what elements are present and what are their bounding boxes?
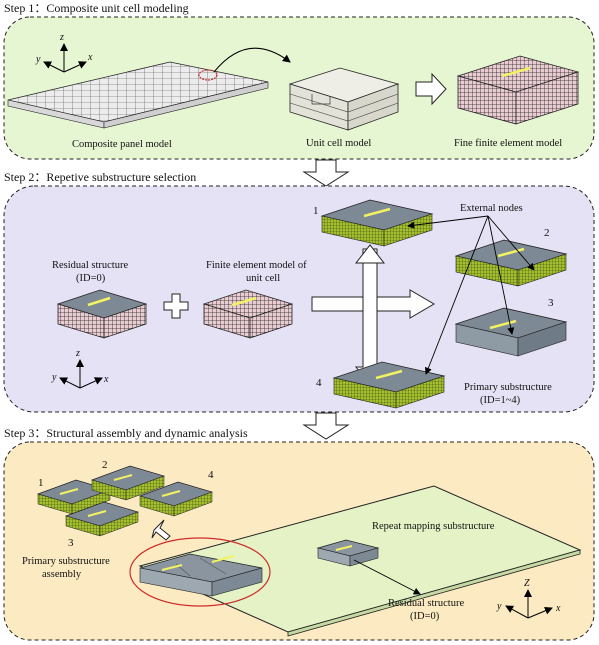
step3-axis-z: Z [524,578,530,589]
substructure-id-1: 1 [313,205,319,217]
assembly-ellipse [129,537,271,607]
step1-axis-y: y [35,54,41,65]
step3-title: Step 3：Structural assembly and dynamic a… [4,426,248,440]
primary-assembly-label-1: Primary substructure [22,556,110,567]
step2-section: Step 2：Repetive substructure selection R… [3,170,595,413]
step2-axis-y: y [51,372,57,383]
assembly-id-1: 1 [38,477,44,489]
fe-unit-cell-block [202,289,294,339]
step2-title: Step 2：Repetive substructure selection [4,170,196,184]
step1-curved-arrow [213,47,291,73]
down-arrow-2 [302,412,350,440]
primary-substructure-1 [320,199,434,247]
step2-panel [3,185,595,413]
unit-cell-label: Unit cell model [306,138,371,149]
external-node-pointers [407,215,535,375]
fine-fe-label: Fine finite element model [454,138,562,149]
step3-axes: Z x y [496,578,561,619]
step1-right-arrow [415,72,447,106]
step3-axis-y: y [496,601,502,612]
unit-cell-model [288,67,400,131]
residual-label-3: Residual structure [388,598,464,609]
assembled-blocks [139,553,263,597]
repeat-mapping-label: Repeat mapping substructure [372,521,495,532]
residual-pointer [353,559,421,595]
fine-fe-model [456,55,580,125]
primary-substructure-3 [454,307,568,357]
step1-section: Step 1：Composite unit cell modeling z x … [3,1,595,160]
step2-axis-x: x [103,374,109,385]
assembly-block-3 [64,501,140,537]
step1-title: Step 1：Composite unit cell modeling [4,1,189,15]
step2-axes: z x y [51,348,109,389]
down-arrow-1 [302,159,350,187]
composite-panel-model [7,61,269,129]
primary-label-1: Primary substructure [464,382,552,393]
substructure-id-3: 3 [548,297,554,309]
plus-sign [163,293,189,319]
assembly-arrow [151,519,171,541]
assembly-id-4: 4 [208,469,214,481]
step1-axes: z x y [35,32,93,73]
external-nodes-label: External nodes [460,203,523,214]
assembly-id-2: 2 [102,459,108,471]
step1-axis-z: z [59,32,64,43]
assembly-block-4 [138,481,214,517]
fe-unit-label-2: unit cell [246,273,280,284]
step1-axis-x: x [87,52,93,63]
residual-label-2: (ID=0) [76,273,106,284]
cross-arrows [311,244,435,386]
substructure-id-4: 4 [316,377,322,389]
assembly-block-2 [90,465,166,501]
primary-substructure-4 [332,361,446,409]
substructure-id-2: 2 [544,227,550,239]
assembly-id-3: 3 [68,537,74,549]
step3-section: Step 3：Structural assembly and dynamic a… [3,426,595,641]
residual-label-4: (ID=0) [410,611,440,622]
fe-unit-label-1: Finite element model of [206,260,307,271]
residual-label-1: Residual structure [52,260,128,271]
primary-assembly-label-2: assembly [42,569,82,580]
primary-label-2: (ID=1~4) [480,395,521,406]
residual-structure-block [56,289,148,339]
composite-panel-label: Composite panel model [72,139,172,150]
step3-axis-x: x [555,603,561,614]
primary-substructure-2 [454,239,568,287]
step2-axis-z: z [75,348,80,359]
